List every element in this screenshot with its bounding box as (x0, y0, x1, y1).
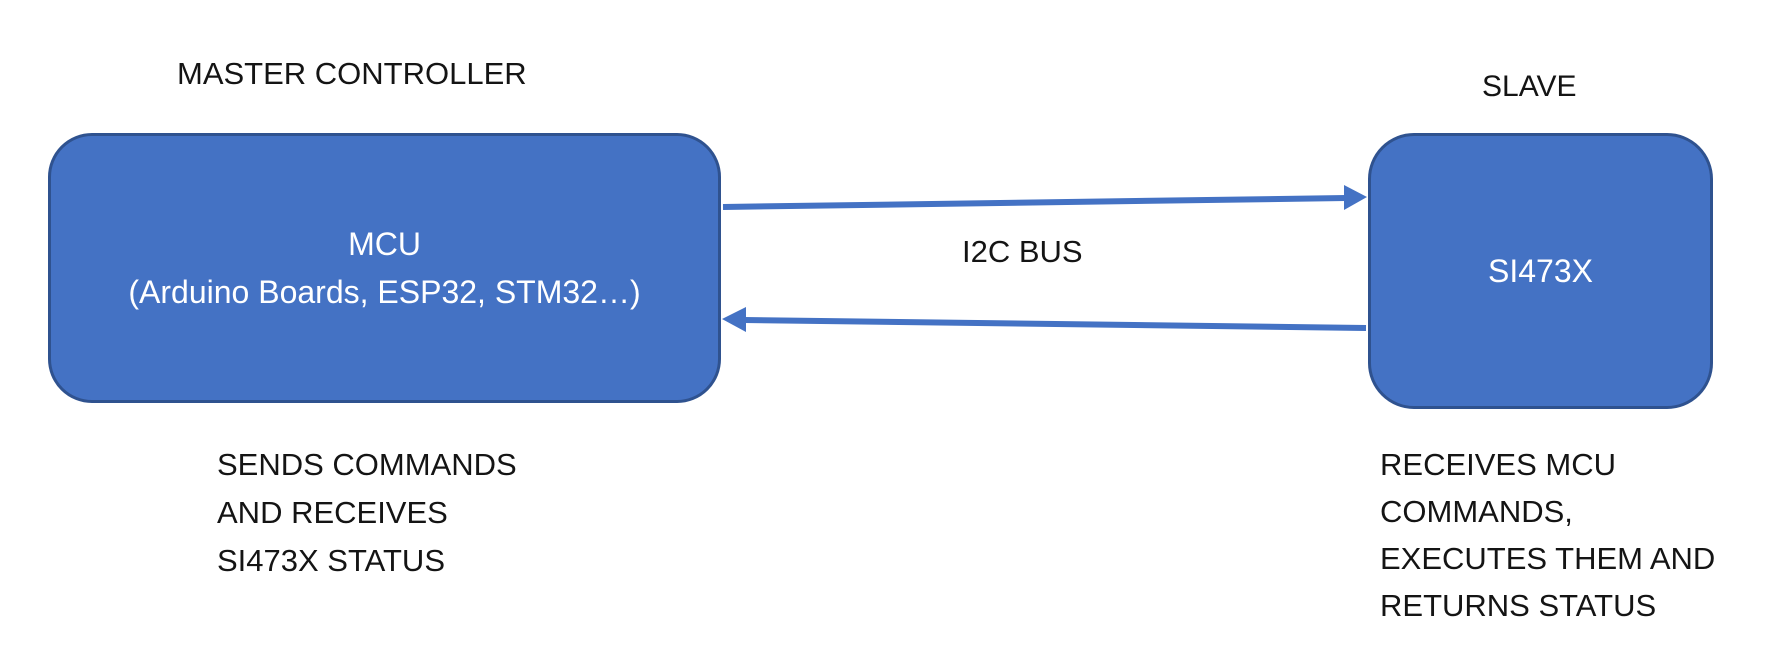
master-controller-title: MASTER CONTROLLER (177, 56, 527, 91)
slave-si473x-box: SI473X (1368, 133, 1713, 409)
master-caption-line: SENDS COMMANDS (217, 447, 517, 482)
arrow-mcu-to-slave-shaft (722, 195, 1347, 210)
slave-caption-line: RETURNS STATUS (1380, 588, 1657, 623)
mcu-box-line1: MCU (348, 226, 421, 262)
arrow-slave-to-mcu (722, 307, 1367, 332)
master-caption: SENDS COMMANDS AND RECEIVES SI473X STATU… (217, 441, 517, 585)
slave-title: SLAVE (1482, 70, 1577, 103)
si473x-box-label: SI473X (1488, 253, 1593, 289)
arrowhead-right-icon (1344, 185, 1367, 210)
slave-caption: RECEIVES MCU COMMANDS, EXECUTES THEM AND… (1380, 441, 1715, 629)
i2c-bus-label: I2C BUS (962, 234, 1083, 269)
slave-caption-line: RECEIVES MCU (1380, 447, 1616, 482)
arrow-mcu-to-slave (722, 185, 1367, 210)
master-mcu-box: MCU (Arduino Boards, ESP32, STM32…) (48, 133, 721, 403)
slave-caption-line: EXECUTES THEM AND (1380, 541, 1716, 576)
mcu-box-line2: (Arduino Boards, ESP32, STM32…) (128, 274, 641, 310)
arrowhead-left-icon (722, 307, 746, 332)
master-caption-line: AND RECEIVES (217, 495, 448, 530)
slave-caption-line: COMMANDS, (1380, 494, 1573, 529)
master-caption-line: SI473X STATUS (217, 543, 445, 578)
arrow-slave-to-mcu-shaft (743, 317, 1367, 331)
